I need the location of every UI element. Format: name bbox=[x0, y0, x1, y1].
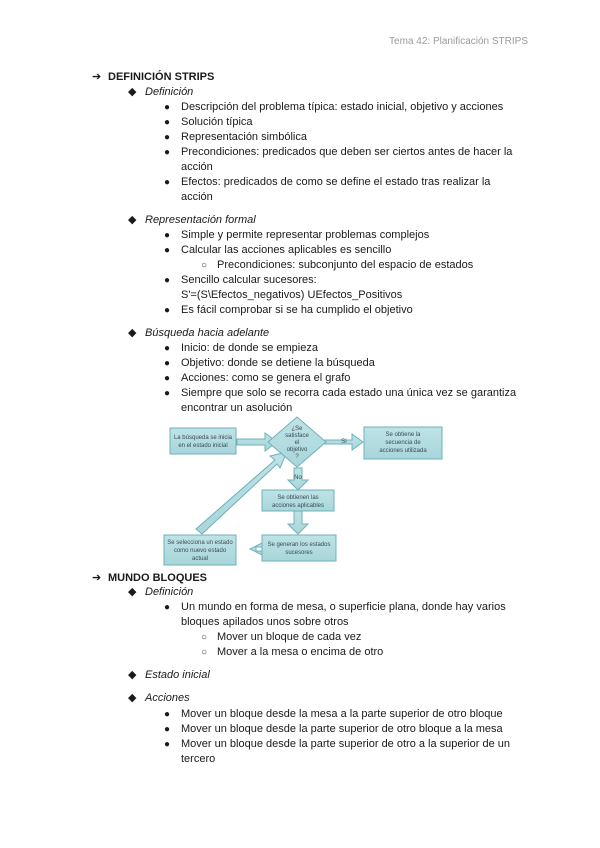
section-title-mundo-bloques: MUNDO BLOQUES bbox=[108, 572, 207, 584]
decision-text-line: ? bbox=[295, 454, 299, 460]
bullet-icon: ● bbox=[164, 343, 171, 354]
list-item: Sencillo calcular sucesores: bbox=[181, 274, 317, 286]
list-item: Mover un bloque desde la parte superior … bbox=[181, 723, 503, 735]
arrow-decision-to-result bbox=[324, 433, 364, 451]
select-text-line: Se selecciona un estado bbox=[167, 540, 233, 546]
successors-text-line: sucesores bbox=[285, 550, 312, 556]
subsection-title-acciones: Acciones bbox=[145, 692, 190, 704]
arrow-decision-to-actions bbox=[286, 467, 310, 491]
subsection-title-representacion: Representación formal bbox=[145, 214, 256, 226]
result-text-line: Se obtiene la bbox=[385, 432, 421, 438]
section-arrow-icon: ➔ bbox=[92, 71, 102, 83]
bullet-icon: ● bbox=[164, 709, 171, 720]
arrow-actions-to-successors bbox=[286, 510, 310, 535]
list-item: Mover un bloque desde la mesa a la parte… bbox=[181, 708, 503, 720]
bullet-icon: ● bbox=[164, 177, 171, 188]
list-item: Acciones: como se genera el grafo bbox=[181, 372, 351, 384]
list-item-continuation: acción bbox=[181, 191, 213, 203]
diamond-bullet-icon: ◆ bbox=[128, 669, 137, 681]
actions-text-line: Se obtienen las bbox=[277, 495, 318, 501]
bullet-icon: ● bbox=[164, 358, 171, 369]
subsection-title-definicion: Definición bbox=[145, 586, 194, 598]
bullet-icon: ● bbox=[164, 373, 171, 384]
yes-label: Sí bbox=[341, 439, 347, 445]
list-item-continuation: tercero bbox=[181, 753, 216, 765]
start-text-line: en el estado inicial bbox=[178, 443, 227, 449]
result-box bbox=[363, 426, 443, 460]
list-item: Simple y permite representar problemas c… bbox=[181, 229, 430, 241]
bullet-icon: ● bbox=[164, 245, 171, 256]
list-item: Un mundo en forma de mesa, o superficie … bbox=[181, 601, 506, 613]
list-subitem: Mover un bloque de cada vez bbox=[217, 631, 362, 643]
bullet-icon: ● bbox=[164, 102, 171, 113]
start-box bbox=[169, 427, 237, 455]
actions-text-line: acciones aplicables bbox=[272, 503, 324, 509]
section-arrow-icon: ➔ bbox=[92, 572, 102, 584]
select-box bbox=[163, 534, 237, 566]
list-item-continuation: encontrar un asolución bbox=[181, 402, 293, 414]
subsection-title-definicion: Definición bbox=[145, 86, 194, 98]
start-text-line: La búsqueda se inicia bbox=[174, 435, 233, 441]
bullet-icon: ● bbox=[164, 275, 171, 286]
list-item: Solución típica bbox=[181, 116, 253, 128]
decision-text-line: el bbox=[295, 440, 300, 446]
bullet-icon: ● bbox=[164, 117, 171, 128]
list-item: Precondiciones: predicados que deben ser… bbox=[181, 146, 513, 158]
bullet-icon: ● bbox=[164, 388, 171, 399]
list-subitem: Precondiciones: subconjunto del espacio … bbox=[217, 259, 474, 271]
list-item: Mover un bloque desde la parte superior … bbox=[181, 738, 510, 750]
circle-bullet-icon: ○ bbox=[201, 260, 208, 271]
result-text-line: acciones utilizada bbox=[379, 448, 427, 454]
diamond-bullet-icon: ◆ bbox=[128, 86, 137, 98]
list-item: Siempre que solo se recorra cada estado … bbox=[181, 387, 517, 399]
list-item: Efectos: predicados de como se define el… bbox=[181, 176, 491, 188]
bullet-icon: ● bbox=[164, 739, 171, 750]
list-item: Objetivo: donde se detiene la búsqueda bbox=[181, 357, 375, 369]
diamond-bullet-icon: ◆ bbox=[128, 214, 137, 226]
list-item: Representación simbólica bbox=[181, 131, 307, 143]
diamond-bullet-icon: ◆ bbox=[128, 327, 137, 339]
result-text-line: secuencia de bbox=[385, 440, 421, 446]
list-item: Es fácil comprobar si se ha cumplido el … bbox=[181, 304, 413, 316]
select-text-line: actual bbox=[192, 556, 208, 562]
list-item: Inicio: de donde se empieza bbox=[181, 342, 318, 354]
page-header: Tema 42: Planificación STRIPS bbox=[389, 36, 528, 47]
no-label: No bbox=[294, 475, 302, 481]
bullet-icon: ● bbox=[164, 724, 171, 735]
list-item-continuation: acción bbox=[181, 161, 213, 173]
bullet-icon: ● bbox=[164, 147, 171, 158]
select-text-line: como nuevo estado bbox=[174, 548, 227, 554]
bullet-icon: ● bbox=[164, 230, 171, 241]
diamond-bullet-icon: ◆ bbox=[128, 692, 137, 704]
section-title-strips: DEFINICIÓN STRIPS bbox=[108, 71, 215, 83]
arrow-select-to-decision bbox=[195, 451, 288, 535]
bullet-icon: ● bbox=[164, 305, 171, 316]
successors-box bbox=[261, 534, 337, 562]
formula-line: S'=(S\Efectos_negativos) UEfectos_Positi… bbox=[181, 289, 403, 301]
successors-text-line: Se generan los estados bbox=[267, 542, 330, 548]
list-item: Descripción del problema típica: estado … bbox=[181, 101, 504, 113]
decision-text-line: satisface bbox=[285, 433, 309, 439]
diamond-bullet-icon: ◆ bbox=[128, 586, 137, 598]
circle-bullet-icon: ○ bbox=[201, 632, 208, 643]
list-item: Calcular las acciones aplicables es senc… bbox=[181, 244, 392, 256]
subsection-title-busqueda: Búsqueda hacia adelante bbox=[145, 327, 270, 339]
actions-box bbox=[261, 489, 335, 512]
list-subitem: Mover a la mesa o encima de otro bbox=[217, 646, 384, 658]
decision-text-line: objetivo bbox=[287, 447, 308, 453]
list-item-continuation: bloques apilados unos sobre otros bbox=[181, 616, 349, 628]
circle-bullet-icon: ○ bbox=[201, 647, 208, 658]
arrow-start-to-decision bbox=[236, 432, 278, 452]
bullet-icon: ● bbox=[164, 132, 171, 143]
bullet-icon: ● bbox=[164, 602, 171, 613]
subsection-title-estado-inicial: Estado inicial bbox=[145, 669, 210, 681]
decision-diamond bbox=[267, 416, 327, 468]
arrow-successors-to-select bbox=[248, 542, 263, 556]
decision-text-line: ¿Se bbox=[291, 426, 303, 432]
